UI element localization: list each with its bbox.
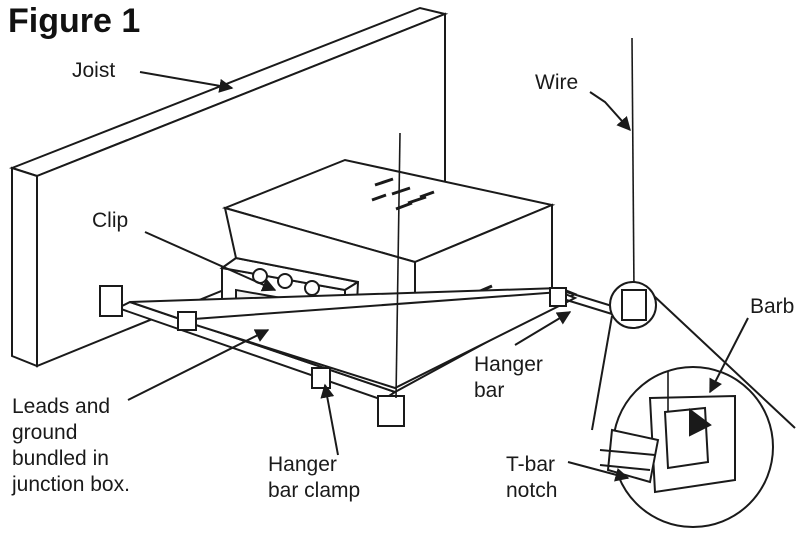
label-hanger-bar: Hanger bar xyxy=(474,353,543,402)
label-hanger-bar-clamp: Hanger bar clamp xyxy=(268,453,361,502)
figure-title: Figure 1 xyxy=(8,2,141,40)
label-tbar-notch: T-bar notch xyxy=(506,453,558,502)
hanger-bar-clamp xyxy=(99,285,567,427)
hanger-bars xyxy=(115,286,626,402)
label-clip: Clip xyxy=(92,209,129,232)
label-wire: Wire xyxy=(535,71,579,94)
leader-lines xyxy=(127,71,749,482)
wire-bracket xyxy=(609,281,657,329)
label-leads: Leads and ground bundled in junction box… xyxy=(12,395,130,496)
wire xyxy=(395,37,635,399)
label-barb: Barb xyxy=(750,295,795,318)
detail-magnifier xyxy=(591,295,796,528)
label-joist: Joist xyxy=(72,59,116,82)
